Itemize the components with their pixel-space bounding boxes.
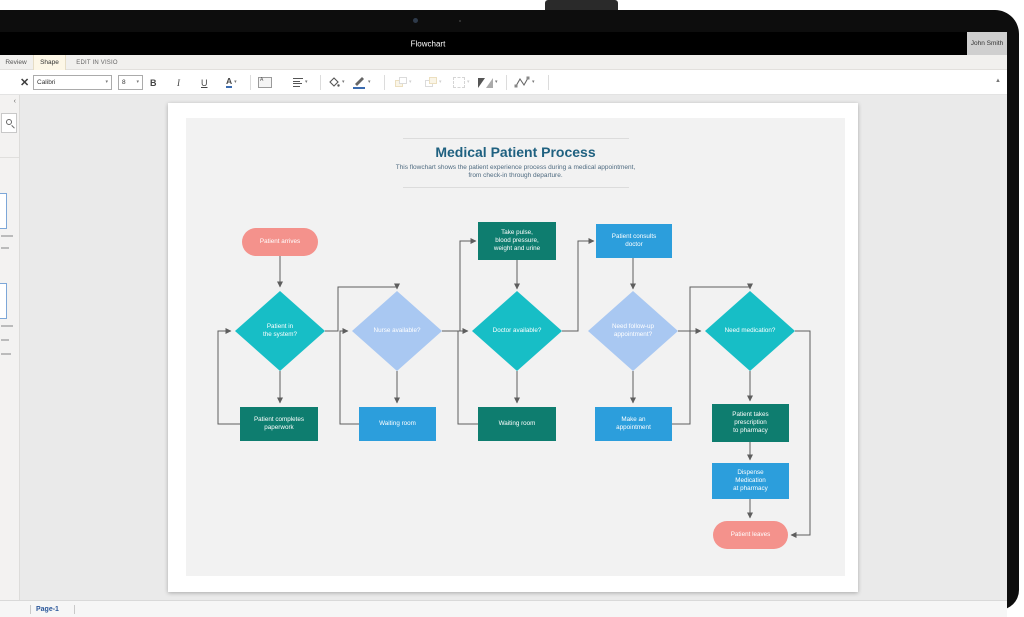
line-color-pen-icon xyxy=(353,77,365,89)
node-patient-arrives[interactable]: Patient arrives xyxy=(242,228,318,256)
connector-node-make-appointment--node-need-medication[interactable] xyxy=(672,283,753,425)
drawing-canvas[interactable]: Medical Patient Process This flowchart s… xyxy=(20,95,1007,600)
device-camera-bump xyxy=(545,0,618,11)
chevron-down-icon: ▾ xyxy=(136,79,139,85)
subtitle-divider xyxy=(402,187,629,188)
shape-thumbnail[interactable] xyxy=(0,193,7,229)
connector-style-button[interactable]: ▾ xyxy=(514,70,535,95)
formatting-toolbar: ✕ Calibri ▾ 8 ▾ B I U A ▾ xyxy=(0,70,1007,95)
shape-thumbnail[interactable] xyxy=(0,283,7,319)
connector-node-waiting-room-1--node-nurse-available[interactable] xyxy=(339,328,359,425)
user-account-button[interactable]: John Smith xyxy=(967,32,1007,55)
send-backward-button: ▾ xyxy=(425,70,442,95)
connector-icon xyxy=(514,76,530,88)
chevron-down-icon: ▾ xyxy=(532,79,535,85)
webcam-icon xyxy=(413,18,418,23)
chevron-down-icon: ▾ xyxy=(467,79,470,85)
node-patient-leaves[interactable]: Patient leaves xyxy=(713,521,788,549)
font-family-value: Calibri xyxy=(37,79,56,86)
bring-forward-button: ▾ xyxy=(395,70,412,95)
page-tab-page1[interactable]: Page-1 xyxy=(36,606,59,613)
font-size-select[interactable]: 8 ▾ xyxy=(118,70,143,95)
node-dispense-medication[interactable]: Dispense Medication at pharmacy xyxy=(712,463,789,499)
flip-button[interactable]: ▾ xyxy=(478,70,498,95)
underline-button[interactable]: U xyxy=(201,77,208,88)
user-name: John Smith xyxy=(970,40,1004,47)
diagram-page[interactable]: Medical Patient Process This flowchart s… xyxy=(168,103,858,592)
document-title: Flowchart xyxy=(410,39,446,48)
bring-forward-icon xyxy=(395,77,407,88)
collapse-ribbon-button[interactable]: ▲ xyxy=(995,78,1001,84)
node-make-appointment[interactable]: Make an appointment xyxy=(595,407,672,441)
node-takes-prescription[interactable]: Patient takes prescription to pharmacy xyxy=(712,404,789,442)
text-block-icon: A xyxy=(258,77,272,88)
fill-bucket-icon xyxy=(329,76,340,87)
group-icon xyxy=(453,77,465,88)
bold-button[interactable]: B xyxy=(150,77,157,88)
connector-layer xyxy=(217,238,811,538)
shapes-sidebar: ‹ xyxy=(0,95,20,600)
page-tab-bar: Page-1 xyxy=(0,600,1007,617)
chevron-down-icon: ▾ xyxy=(234,79,237,85)
node-take-pulse[interactable]: Take pulse, blood pressure, weight and u… xyxy=(478,222,556,260)
connector-node-patient-in-system--node-nurse-available[interactable] xyxy=(325,283,400,332)
fill-color-button[interactable]: ▾ xyxy=(328,70,345,95)
send-backward-icon xyxy=(425,77,437,88)
ambient-sensor-icon xyxy=(459,20,461,22)
search-icon xyxy=(6,119,12,125)
align-icon xyxy=(293,77,303,89)
connector-node-doctor-available--node-patient-consults-doctor[interactable] xyxy=(562,238,595,332)
node-waiting-room-2[interactable]: Waiting room xyxy=(478,407,556,441)
chevron-down-icon: ▾ xyxy=(305,79,308,85)
chevron-down-icon: ▾ xyxy=(105,79,108,85)
search-shapes-button[interactable] xyxy=(1,113,17,133)
delete-button[interactable]: ✕ xyxy=(20,70,29,95)
flip-icon xyxy=(478,77,493,88)
tab-edit-in-visio[interactable]: EDIT IN VISIO xyxy=(76,59,118,66)
group-button: ▾ xyxy=(453,70,470,95)
delete-icon: ✕ xyxy=(20,77,30,89)
italic-button[interactable]: I xyxy=(177,77,180,88)
align-button[interactable]: ▾ xyxy=(293,70,308,95)
font-color-icon: A xyxy=(226,77,233,89)
title-bar: Flowchart John Smith xyxy=(0,32,1007,55)
diagram-title: Medical Patient Process xyxy=(435,144,596,160)
text-block-button[interactable]: A xyxy=(258,70,272,95)
diagram-subtitle: This flowchart shows the patient experie… xyxy=(395,164,636,179)
font-color-button[interactable]: A ▾ xyxy=(226,70,237,95)
ribbon-tab-row: Review Shape EDIT IN VISIO xyxy=(0,55,1007,70)
chevron-down-icon: ▾ xyxy=(439,79,442,85)
connector-node-completes-paperwork--node-patient-in-system[interactable] xyxy=(217,328,240,425)
chevron-down-icon: ▾ xyxy=(342,79,345,85)
node-completes-paperwork[interactable]: Patient completes paperwork xyxy=(240,407,318,441)
connector-node-need-medication--node-patient-leaves[interactable] xyxy=(790,330,811,538)
node-waiting-room-1[interactable]: Waiting room xyxy=(359,407,436,441)
connector-node-nurse-available--node-take-pulse[interactable] xyxy=(442,238,477,332)
font-size-value: 8 xyxy=(122,79,126,86)
tab-shape[interactable]: Shape xyxy=(33,55,66,70)
tab-review[interactable]: Review xyxy=(5,59,27,66)
collapse-sidebar-button[interactable]: ‹ xyxy=(13,98,16,105)
app-window: Flowchart John Smith Review Shape EDIT I… xyxy=(0,32,1007,617)
title-divider xyxy=(402,138,629,139)
chevron-down-icon: ▾ xyxy=(368,79,371,85)
connector-node-waiting-room-2--node-doctor-available[interactable] xyxy=(457,328,478,425)
chevron-down-icon: ▾ xyxy=(495,79,498,85)
node-patient-consults-doctor[interactable]: Patient consults doctor xyxy=(596,224,672,258)
chevron-down-icon: ▾ xyxy=(409,79,412,85)
font-family-select[interactable]: Calibri ▾ xyxy=(33,70,112,95)
line-color-button[interactable]: ▾ xyxy=(352,70,371,95)
diagram-panel: Medical Patient Process This flowchart s… xyxy=(186,118,845,576)
